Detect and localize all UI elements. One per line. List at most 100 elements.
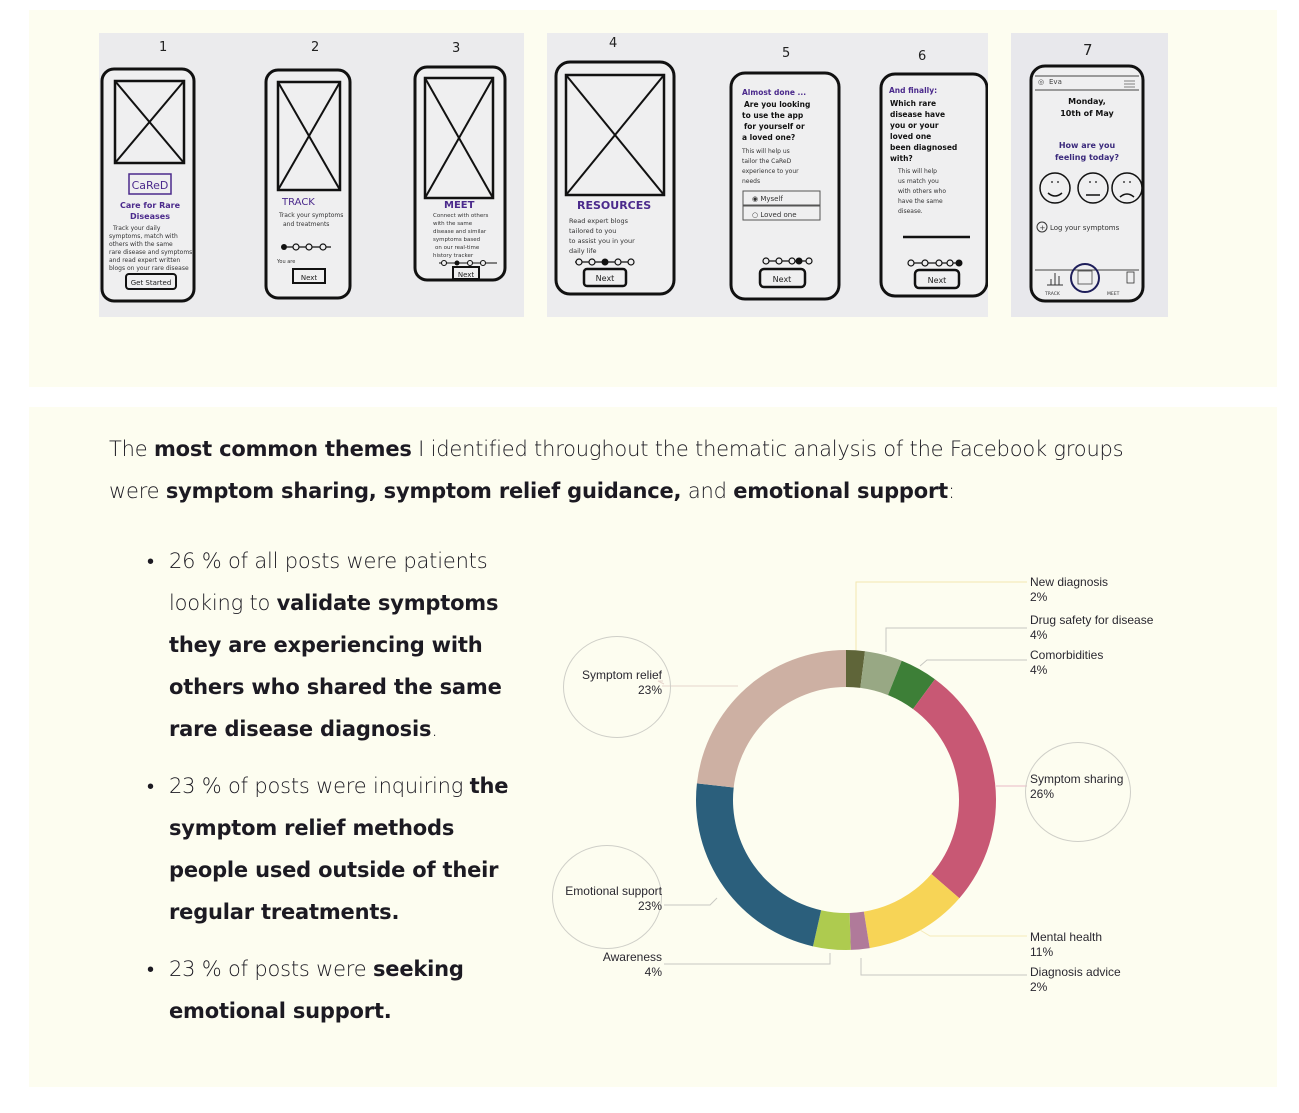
svg-text:Which rare: Which rare [890,99,936,108]
svg-text:2: 2 [311,40,319,55]
svg-text:on our real-time: on our real-time [435,245,480,251]
svg-text:1: 1 [159,40,167,55]
svg-text:10th of May: 10th of May [1060,109,1114,118]
svg-text:been diagnosed: been diagnosed [890,143,957,152]
svg-text:TRACK: TRACK [1044,291,1061,297]
svg-text:Care for Rare: Care for Rare [120,201,181,210]
svg-text:CaReD: CaReD [132,179,169,192]
svg-text:3: 3 [452,41,460,56]
findings-list: 26 % of all posts were patients looking … [145,540,525,1047]
intro-text: and [681,479,734,503]
svg-text:feeling today?: feeling today? [1055,153,1119,162]
svg-text:rare disease and symptoms: rare disease and symptoms [109,249,192,256]
svg-text:Track your daily: Track your daily [112,225,161,232]
intro-bold-emotional-support: emotional support [733,479,948,503]
svg-text:symptoms based: symptoms based [433,237,480,243]
intro-bold-themes: symptom sharing, symptom relief guidance… [165,479,682,503]
svg-text:Monday,: Monday, [1068,97,1106,106]
svg-text:Diseases: Diseases [130,212,170,221]
svg-text:6: 6 [918,49,926,64]
svg-text:Connect with others: Connect with others [433,213,489,219]
svg-text:to assist you in your: to assist you in your [569,237,635,245]
sketch-photo-screen-7: 7 ◎ Eva Monday, 10th of May How are you … [1011,33,1168,317]
svg-text:7: 7 [1083,41,1093,59]
svg-text:Almost done ...: Almost done ... [742,88,806,97]
svg-text:○ Loved one: ○ Loved one [752,211,797,219]
svg-text:tailor the CaReD: tailor the CaReD [742,158,792,165]
sketch-photo-screens-1-3: 1 CaReD Care for Rare Diseases Track you… [99,33,524,317]
intro-paragraph: The most common themes I identified thro… [109,428,1129,512]
svg-text:MEET: MEET [1107,291,1120,297]
callout-circle-emotional-support [552,845,662,949]
svg-text:needs: needs [742,178,760,185]
svg-text:This will help us: This will help us [741,148,790,155]
svg-text:you or your: you or your [890,121,939,130]
svg-text:Next: Next [773,275,792,284]
sketch-photo-screens-4-6: 4 RESOURCES Read expert blogs tailored t… [547,33,988,317]
svg-text:Are you looking: Are you looking [744,100,810,109]
svg-text:have the same: have the same [898,198,943,205]
svg-text:Next: Next [301,274,318,282]
finding-item-symptom-sharing: 26 % of all posts were patients looking … [145,540,525,750]
svg-text:Read expert blogs: Read expert blogs [569,217,629,225]
svg-text:4: 4 [609,36,617,51]
svg-text:Next: Next [458,271,475,279]
svg-text:disease have: disease have [890,110,945,119]
svg-text:Next: Next [928,276,947,285]
svg-text:MEET: MEET [444,200,475,211]
svg-text:Next: Next [596,274,615,283]
svg-text:And finally:: And finally: [889,86,937,95]
svg-text:disease.: disease. [898,208,923,215]
svg-text:tailored to you: tailored to you [569,227,616,235]
svg-text:+: + [1040,224,1046,232]
intro-text: I identified throughout the thematic ana… [109,437,1124,503]
finding-item-emotional-support: 23 % of posts were seeking emotional sup… [145,948,525,1032]
svg-text:disease and similar: disease and similar [433,229,487,235]
svg-text:and read expert written: and read expert written [109,257,180,264]
donut-slice-emotional-support [696,783,822,947]
svg-text:us match you: us match you [898,178,939,185]
svg-text:with the same: with the same [433,221,473,227]
svg-text:TRACK: TRACK [281,197,315,208]
donut-slice-symptom-sharing [912,679,996,899]
svg-text:◎: ◎ [1038,78,1044,86]
svg-text:a loved one?: a loved one? [742,133,795,142]
svg-text:daily life: daily life [569,247,597,255]
svg-text:history tracker: history tracker [433,253,474,259]
svg-text:with others who: with others who [898,188,946,195]
svg-text:and treatments: and treatments [283,221,329,228]
svg-text:blogs on your rare disease: blogs on your rare disease [109,265,189,272]
svg-text:This will help: This will help [897,168,937,175]
intro-bold-most-common-themes: most common themes [153,437,412,461]
donut-slice-symptom-relief [696,650,846,788]
donut-svg [657,581,1027,976]
callout-circle-symptom-relief [563,636,671,738]
svg-text:RESOURCES: RESOURCES [577,199,651,212]
svg-text:Eva: Eva [1049,78,1062,86]
intro-text: The [109,437,154,461]
donut-slice-diagnosis-advice [849,911,870,950]
donut-slice-drug-safety-for-disease [860,651,902,696]
svg-text:You are: You are [276,259,295,265]
donut-slice-comorbidities [887,660,935,710]
donut-slice-awareness [812,910,851,950]
svg-text:Log your symptoms: Log your symptoms [1050,224,1120,232]
svg-text:others with the same: others with the same [109,241,173,248]
svg-text:to use the app: to use the app [742,111,804,120]
svg-text:5: 5 [782,46,790,61]
svg-text:experience to your: experience to your [742,168,799,175]
intro-text: : [948,479,955,503]
donut-slice-mental-health [863,873,960,949]
svg-text:symptoms, match with: symptoms, match with [109,233,178,240]
svg-text:for yourself or: for yourself or [744,122,805,131]
